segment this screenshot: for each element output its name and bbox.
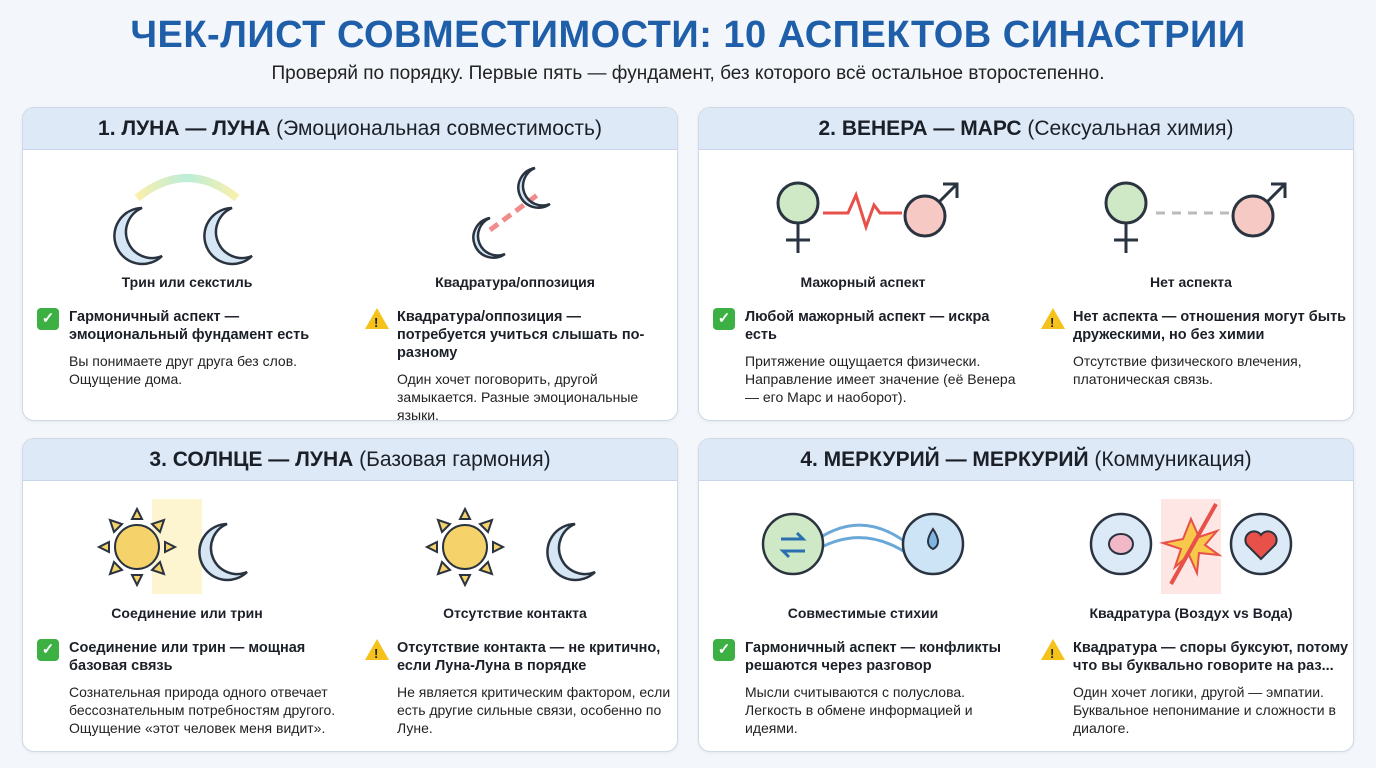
aspect-right-column: Квадратура/оппозиция ! Квадратура/оппози… [351,150,677,421]
aspect-label: Трин или секстиль [121,274,253,290]
aspect-left-column: Мажорный аспект ✓ Любой мажорный аспект … [699,150,1027,420]
aspect-left-column: Трин или секстиль ✓ Гармоничный аспект —… [23,150,351,420]
warning-icon: ! [1041,308,1065,330]
illustration [351,158,677,278]
aspect-label: Нет аспекта [1150,274,1232,290]
card-subtitle: (Эмоциональная совместимость) [270,117,602,140]
venus-mars-no-aspect-icon [1104,181,1287,253]
card-subtitle: (Сексуальная химия) [1021,117,1234,140]
illustration [699,158,1027,278]
illustration [1027,158,1353,278]
aspect-card: 3. СОЛНЦЕ — ЛУНА (Базовая гармония) Соед… [22,438,678,752]
card-header: 1. ЛУНА — ЛУНА (Эмоциональная совместимо… [23,108,677,150]
card-header: 2. ВЕНЕРА — МАРС (Сексуальная химия) [699,108,1353,150]
verdict-heading: Гармоничный аспект — конфликты решаются … [745,640,1002,674]
verdict-description: Притяжение ощущается физически. Направле… [745,353,1016,405]
verdict-description: Один хочет поговорить, другой замыкается… [397,371,639,421]
sun-moon-conjunction-icon [96,499,248,594]
moon-square-icon [472,166,551,259]
aspect-left-column: Соединение или трин ✓ Соединение или три… [23,481,351,751]
illustration [23,158,351,278]
aspect-right-column: Нет аспекта ! Нет аспекта — отношения мо… [1027,150,1353,420]
aspect-verdict: ! Квадратура/оппозиция — потребуется учи… [365,308,673,421]
warning-icon: ! [365,639,389,661]
verdict-description: Мысли считываются с полуслова. Легкость … [745,684,973,736]
verdict-description: Не является критическим фактором, если е… [397,684,671,736]
verdict-description: Отсутствие физического влечения, платони… [1073,353,1302,387]
aspect-label: Квадратура (Воздух vs Вода) [1089,605,1293,621]
aspect-verdict: ✓ Любой мажорный аспект — искра есть При… [713,308,1021,406]
card-title: 4. МЕРКУРИЙ — МЕРКУРИЙ [800,448,1089,471]
aspect-left-column: Совместимые стихии ✓ Гармоничный аспект … [699,481,1027,751]
aspect-verdict: ✓ Соединение или трин — мощная базовая с… [37,639,345,737]
page-title: ЧЕК-ЛИСТ СОВМЕСТИМОСТИ: 10 АСПЕКТОВ СИНА… [130,14,1246,56]
aspect-verdict: ! Квадратура — споры буксуют, потому что… [1041,639,1349,737]
aspect-label: Соединение или трин [111,605,263,621]
verdict-description: Сознательная природа одного отвечает бес… [69,684,336,736]
aspect-card: 1. ЛУНА — ЛУНА (Эмоциональная совместимо… [22,107,678,421]
illustration [351,489,677,609]
air-water-compatible-icon [761,512,965,576]
aspect-right-column: Отсутствие контакта ! Отсутствие контакт… [351,481,677,751]
verdict-heading: Квадратура/оппозиция — потребуется учить… [397,309,645,361]
check-icon: ✓ [713,308,735,330]
aspect-right-column: Квадратура (Воздух vs Вода) ! Квадратура… [1027,481,1353,751]
aspect-verdict: ! Нет аспекта — отношения могут быть дру… [1041,308,1349,388]
aspect-label: Отсутствие контакта [443,605,587,621]
aspect-card: 4. МЕРКУРИЙ — МЕРКУРИЙ (Коммуникация) Со… [698,438,1354,752]
aspect-verdict: ! Отсутствие контакта — не критично, есл… [365,639,673,737]
verdict-heading: Квадратура — споры буксуют, потому что в… [1073,640,1349,674]
card-title: 1. ЛУНА — ЛУНА [98,117,271,140]
verdict-description: Один хочет логики, другой — эмпатии. Бук… [1073,684,1336,736]
illustration [699,489,1027,609]
venus-mars-aspect-icon [776,181,959,253]
verdict-heading: Гармоничный аспект — эмоциональный фунда… [69,309,310,343]
page-subtitle: Проверяй по порядку. Первые пять — фунда… [271,63,1105,84]
card-subtitle: (Базовая гармония) [353,448,551,471]
verdict-heading: Нет аспекта — отношения могут быть друже… [1073,309,1347,343]
card-title: 2. ВЕНЕРА — МАРС [818,117,1022,140]
aspect-label: Мажорный аспект [800,274,926,290]
verdict-description: Вы понимаете друг друга без слов. Ощущен… [69,353,298,387]
aspect-verdict: ✓ Гармоничный аспект — эмоциональный фун… [37,308,345,388]
check-icon: ✓ [37,308,59,330]
aspect-label: Совместимые стихии [787,605,939,621]
card-header: 4. МЕРКУРИЙ — МЕРКУРИЙ (Коммуникация) [699,439,1353,481]
air-water-square-icon [1089,499,1293,594]
warning-icon: ! [365,308,389,330]
aspect-card: 2. ВЕНЕРА — МАРС (Сексуальная химия) Маж… [698,107,1354,421]
warning-icon: ! [1041,639,1065,661]
card-subtitle: (Коммуникация) [1088,448,1252,471]
aspect-label: Квадратура/оппозиция [435,274,595,290]
moon-trine-icon [113,174,253,266]
check-icon: ✓ [713,639,735,661]
verdict-heading: Любой мажорный аспект — искра есть [745,309,990,343]
verdict-heading: Соединение или трин — мощная базовая свя… [69,640,306,674]
illustration [1027,489,1353,609]
aspect-verdict: ✓ Гармоничный аспект — конфликты решаютс… [713,639,1021,737]
illustration [23,489,351,609]
card-header: 3. СОЛНЦЕ — ЛУНА (Базовая гармония) [23,439,677,481]
verdict-heading: Отсутствие контакта — не критично, если … [397,640,661,674]
check-icon: ✓ [37,639,59,661]
sun-moon-no-contact-icon [424,506,596,588]
card-title: 3. СОЛНЦЕ — ЛУНА [149,448,354,471]
